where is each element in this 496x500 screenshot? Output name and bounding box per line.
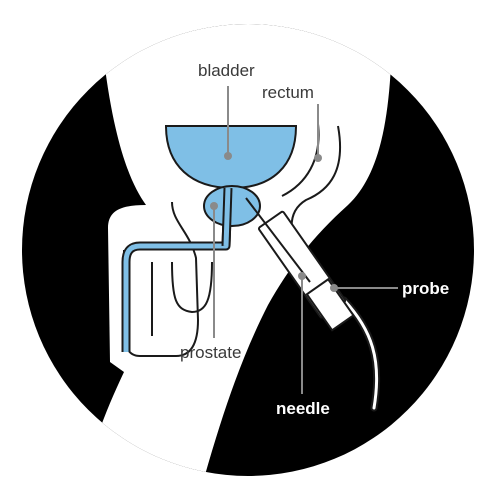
needle-dot bbox=[298, 272, 306, 280]
prostate-dot bbox=[210, 202, 218, 210]
rectum-shape bbox=[290, 125, 342, 233]
needle-label: needle bbox=[276, 399, 330, 418]
probe-cable-inner bbox=[342, 298, 379, 410]
rectum-dot bbox=[314, 154, 322, 162]
bladder-dot bbox=[224, 152, 232, 160]
urethra-through-prostate-lumen bbox=[223, 187, 231, 247]
prostate-shape bbox=[203, 185, 261, 227]
probe-device bbox=[258, 210, 355, 332]
prostate-label: prostate bbox=[180, 343, 241, 362]
probe-dot bbox=[330, 284, 338, 292]
rectum-label: rectum bbox=[262, 83, 314, 102]
scrotum-outline bbox=[171, 261, 213, 314]
bladder-label: bladder bbox=[198, 61, 255, 80]
body-silhouette bbox=[80, 24, 393, 476]
probe-label: probe bbox=[402, 279, 449, 298]
needle-line bbox=[245, 197, 311, 283]
urethra-lumen bbox=[123, 187, 231, 352]
